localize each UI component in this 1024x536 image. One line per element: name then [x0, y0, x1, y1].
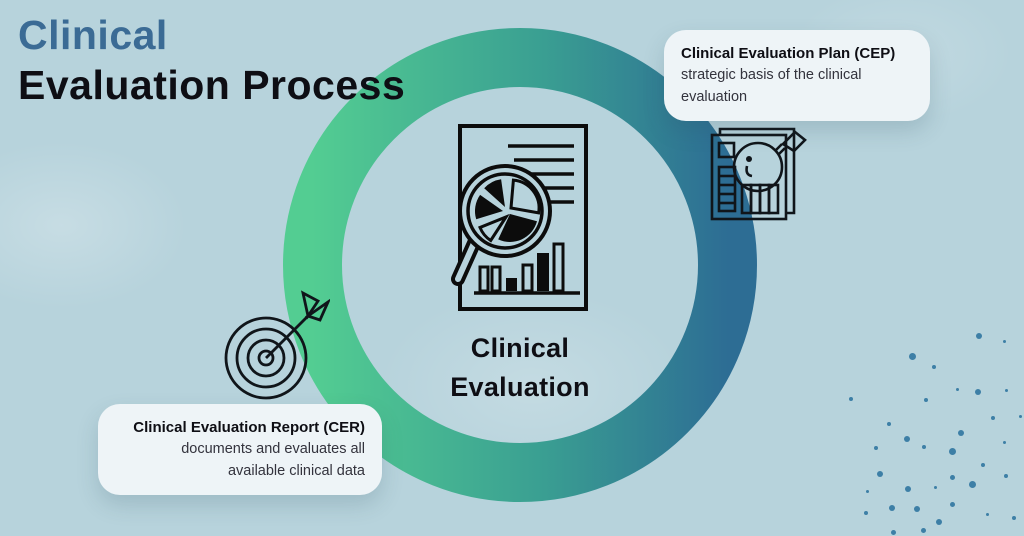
cep-title: Clinical Evaluation Plan (CEP) [681, 45, 896, 62]
cer-callout-card: Clinical Evaluation Report (CER) documen… [98, 404, 382, 495]
cer-body-line2: available clinical data [227, 463, 365, 479]
decorative-dot [949, 501, 955, 507]
decorative-dot [914, 506, 920, 512]
page-title-line2: Evaluation Process [18, 62, 406, 108]
decorative-dot [849, 397, 853, 401]
decorative-dot [991, 416, 995, 420]
decorative-dot [1002, 339, 1006, 343]
decorative-dot [1004, 388, 1008, 392]
decorative-dot [948, 447, 956, 455]
page-title-line1: Clinical [18, 12, 168, 58]
decorative-dot [887, 422, 891, 426]
decorative-dot [865, 489, 869, 493]
decorative-dot [904, 436, 910, 442]
decorative-dot [932, 365, 936, 369]
decorative-dot [889, 505, 895, 511]
decorative-dot [924, 398, 928, 402]
decorative-dot [955, 387, 959, 391]
decorative-dot [1002, 440, 1006, 444]
decorative-dot [949, 474, 955, 480]
target-dart-icon [224, 290, 330, 400]
center-label-line2: Evaluation [450, 372, 590, 402]
decorative-dot [1012, 516, 1016, 520]
decorative-dot [968, 480, 976, 488]
decorative-dot [981, 463, 985, 467]
decorative-dot [874, 446, 878, 450]
document-audit-magnifier-icon [710, 127, 807, 221]
decorative-dot [905, 486, 911, 492]
center-label-line1: Clinical [470, 333, 570, 363]
decorative-dot [936, 519, 942, 525]
cep-callout-card: Clinical Evaluation Plan (CEP) strategic… [664, 30, 930, 121]
decorative-dot [890, 529, 896, 535]
center-label: Clinical Evaluation [390, 329, 650, 407]
decorative-dot [976, 333, 982, 339]
decorative-dot [864, 511, 868, 515]
page-title: Clinical Evaluation Process [18, 10, 405, 110]
decorative-dot [877, 471, 883, 477]
decorative-dot [1004, 474, 1008, 478]
decorative-dot [1018, 414, 1022, 418]
decorative-dot [920, 527, 926, 533]
cer-body-line1: documents and evaluates all [181, 441, 365, 457]
decorative-dot [958, 430, 964, 436]
cep-body: strategic basis of the clinical evaluati… [681, 67, 862, 105]
decorative-dot [922, 445, 926, 449]
decorative-dot [908, 352, 916, 360]
decorative-dot [933, 485, 937, 489]
cer-title: Clinical Evaluation Report (CER) [133, 419, 365, 436]
decorative-dot [975, 389, 981, 395]
cer-body: documents and evaluates all available cl… [115, 438, 365, 482]
report-magnifier-chart-icon [451, 124, 588, 311]
decorative-dot [985, 512, 989, 516]
